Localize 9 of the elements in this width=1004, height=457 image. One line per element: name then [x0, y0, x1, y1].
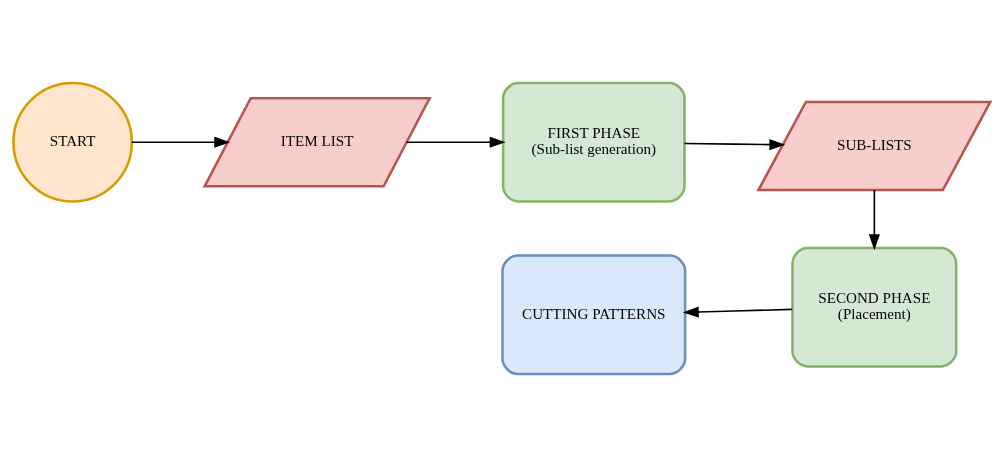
- node-box: CUTTING PATTERNS: [501, 254, 687, 376]
- node-box: FIRST PHASE (Sub-list generation): [501, 81, 686, 203]
- arrow: [683, 139, 786, 151]
- arrow: [405, 136, 506, 148]
- node-circle: START: [12, 81, 134, 203]
- node-box: SECOND PHASE (Placement): [791, 246, 958, 368]
- arrow: [682, 306, 793, 318]
- arrow: [131, 136, 231, 148]
- arrow: [868, 189, 880, 251]
